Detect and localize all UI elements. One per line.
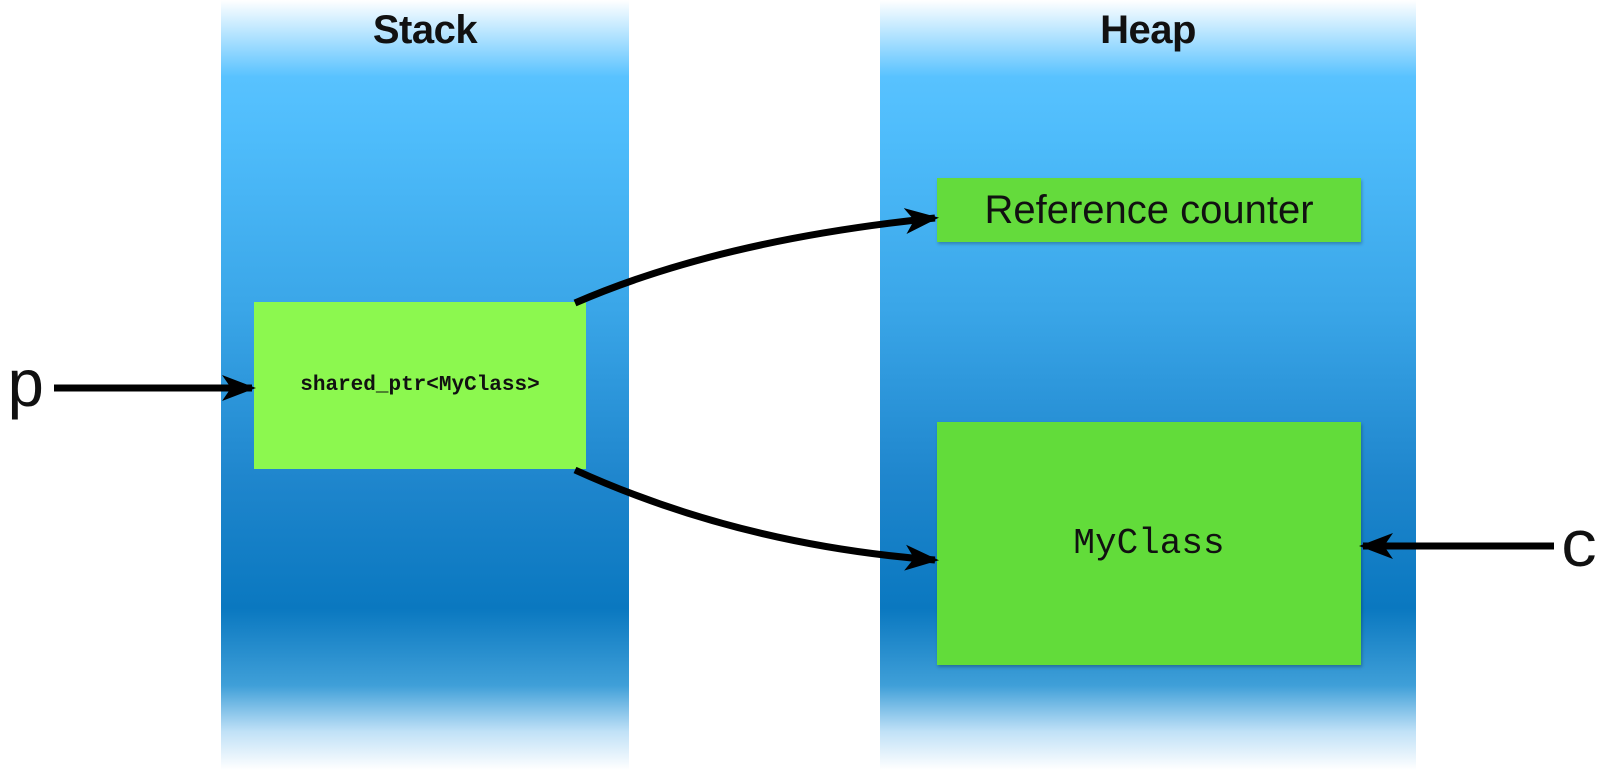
- myclass-label: MyClass: [1073, 523, 1225, 564]
- stack-title: Stack: [372, 8, 478, 52]
- variable-p-label: p: [6, 351, 46, 426]
- reference-counter-label: Reference counter: [984, 187, 1314, 232]
- arrow-shared-ptr-to-myclass: [573, 466, 939, 571]
- shared-ptr-box: shared_ptr<MyClass>: [254, 302, 586, 469]
- heap-title: Heap: [1100, 8, 1196, 52]
- arrow-shared-ptr-to-reference-counter: [573, 208, 939, 307]
- myclass-box: MyClass: [937, 422, 1361, 665]
- variable-c-label: c: [1560, 511, 1600, 586]
- reference-counter-box: Reference counter: [937, 178, 1361, 242]
- shared-ptr-label: shared_ptr<MyClass>: [300, 374, 540, 397]
